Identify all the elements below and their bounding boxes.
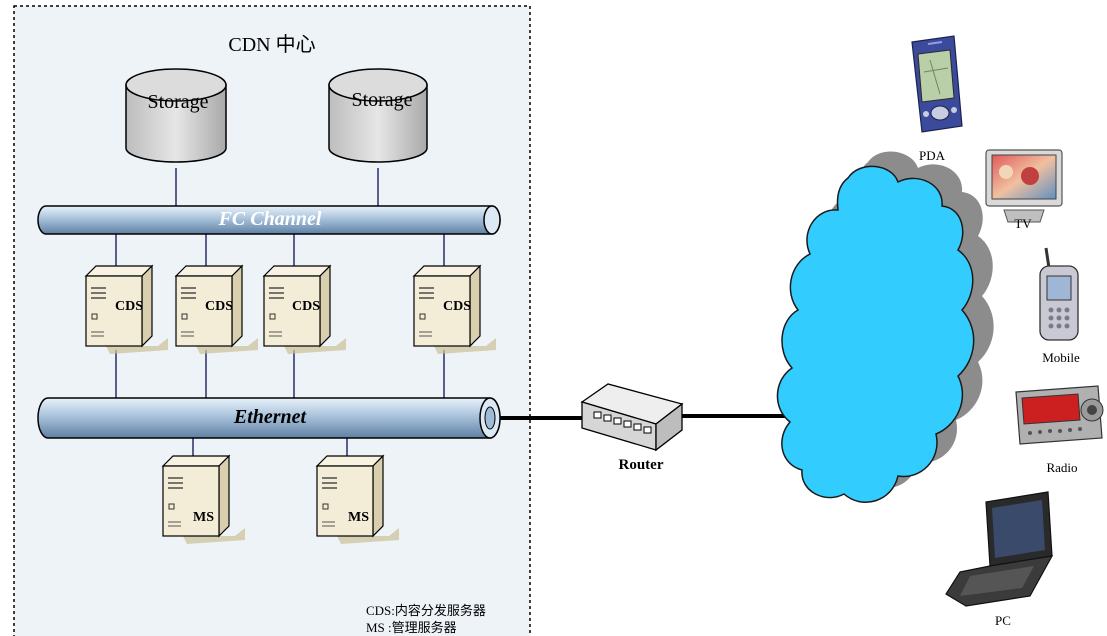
legend-ms: MS :管理服务器 bbox=[366, 620, 457, 635]
radio-icon bbox=[1015, 385, 1104, 445]
router-label: Router bbox=[618, 457, 664, 473]
ethernet-bus bbox=[37, 397, 501, 439]
cdn-center-title: CDN 中心 bbox=[228, 34, 316, 56]
cds-label: CDS bbox=[443, 299, 472, 314]
cloud bbox=[776, 165, 975, 503]
tv-icon bbox=[985, 149, 1063, 223]
ms-label: MS bbox=[193, 510, 214, 525]
device-label-pda: PDA bbox=[918, 148, 946, 163]
storage-label: Storage bbox=[351, 89, 413, 111]
cds-label: CDS bbox=[292, 299, 321, 314]
device-label-mobile: Mobile bbox=[1042, 350, 1080, 365]
cds-label: CDS bbox=[115, 299, 144, 314]
device-label-tv: TV bbox=[1014, 216, 1032, 231]
laptop-icon bbox=[945, 491, 1054, 607]
storage-2 bbox=[328, 68, 428, 163]
ethernet-label: Ethernet bbox=[233, 406, 307, 428]
pda-icon bbox=[911, 35, 963, 133]
storage-label: Storage bbox=[147, 91, 209, 113]
fc-channel-bus bbox=[37, 205, 501, 235]
device-label-radio: Radio bbox=[1046, 460, 1078, 475]
device-label-pc: PC bbox=[995, 613, 1011, 628]
legend-cds: CDS:内容分发服务器 bbox=[366, 603, 486, 618]
mobile-phone-icon bbox=[1039, 247, 1079, 341]
storage-1 bbox=[125, 68, 227, 163]
cds-label: CDS bbox=[205, 299, 234, 314]
router bbox=[580, 383, 684, 452]
fc-channel-label: FC Channel bbox=[218, 208, 322, 230]
ms-label: MS bbox=[348, 510, 369, 525]
